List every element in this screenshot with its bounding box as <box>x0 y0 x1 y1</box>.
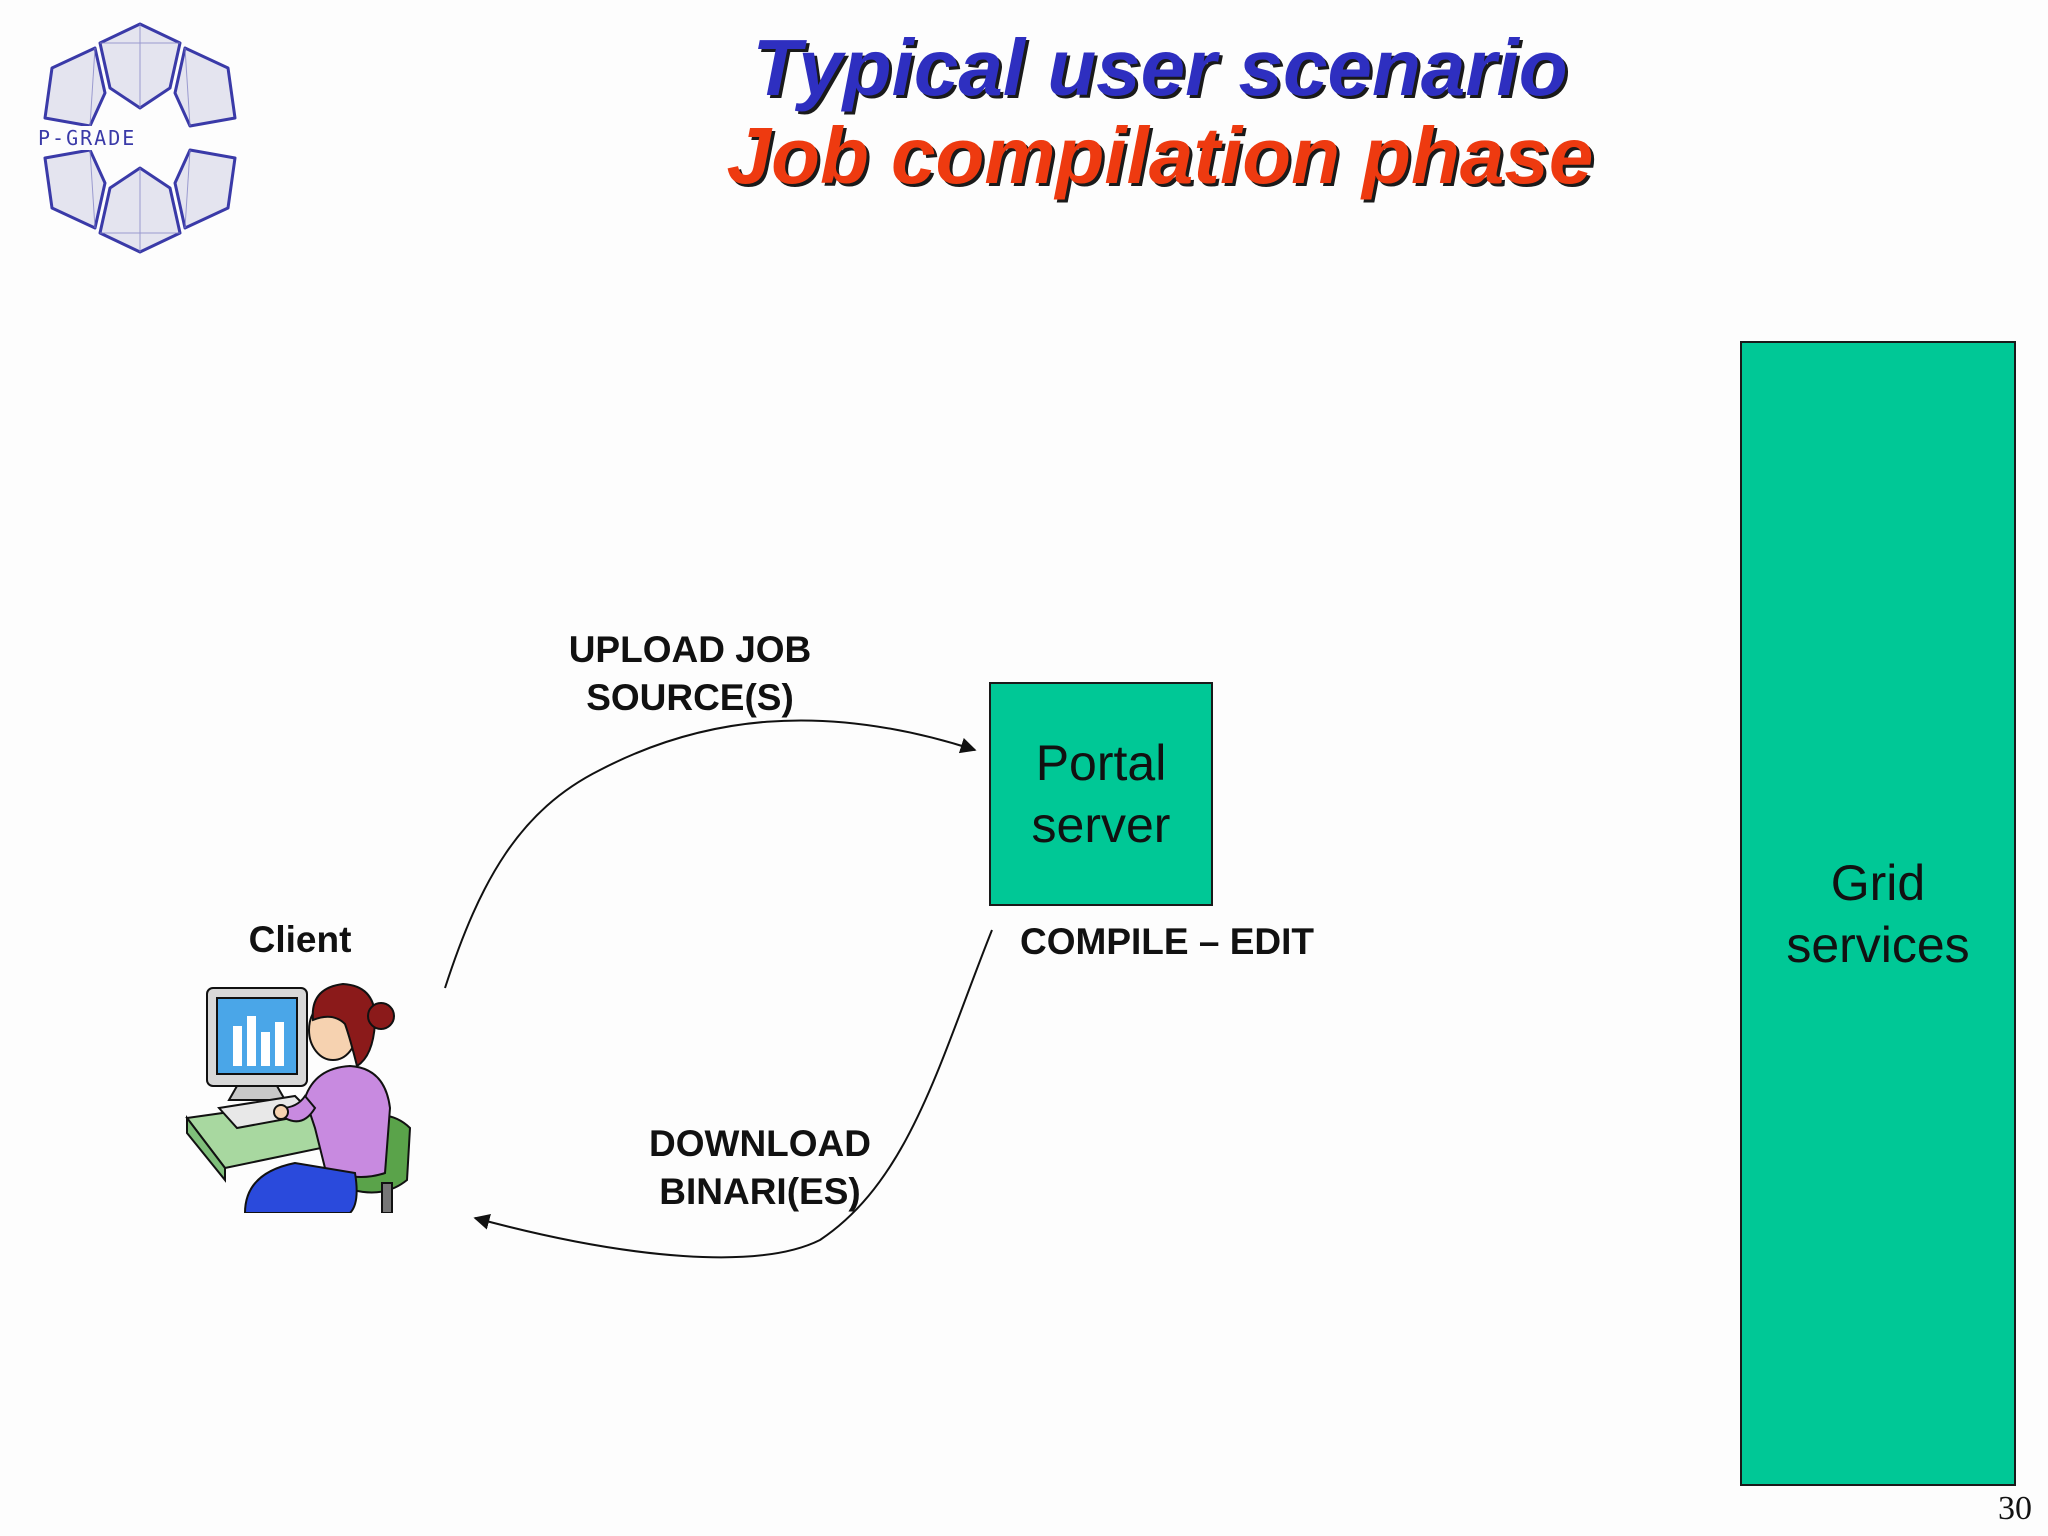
portal-server-label: Portal server <box>1031 735 1171 853</box>
download-arrow <box>473 929 993 1259</box>
upload-arrow <box>444 719 977 989</box>
portal-server-box: Portal server <box>989 682 1213 906</box>
upload-label: UPLOAD JOB SOURCE(S) <box>568 629 812 718</box>
client-label: Client <box>248 919 352 960</box>
logo-graphic <box>43 22 237 254</box>
title-line-2: Job compilation phase <box>726 111 1594 200</box>
user-at-computer-icon <box>185 968 425 1214</box>
compile-edit-label: COMPILE – EDIT <box>1020 921 1314 962</box>
slide-title: Typical user scenario Job compilation ph… <box>700 24 1620 200</box>
p-grade-logo-icon <box>30 18 250 258</box>
grid-services-label: Grid services <box>1786 854 1970 973</box>
grid-services-box: Grid services <box>1740 341 2016 1486</box>
download-label: DOWNLOAD BINARI(ES) <box>649 1123 871 1212</box>
page-number: 30 <box>1998 1490 2032 1527</box>
title-line-1: Typical user scenario <box>752 23 1568 112</box>
logo-text: P-GRADE <box>36 126 139 150</box>
